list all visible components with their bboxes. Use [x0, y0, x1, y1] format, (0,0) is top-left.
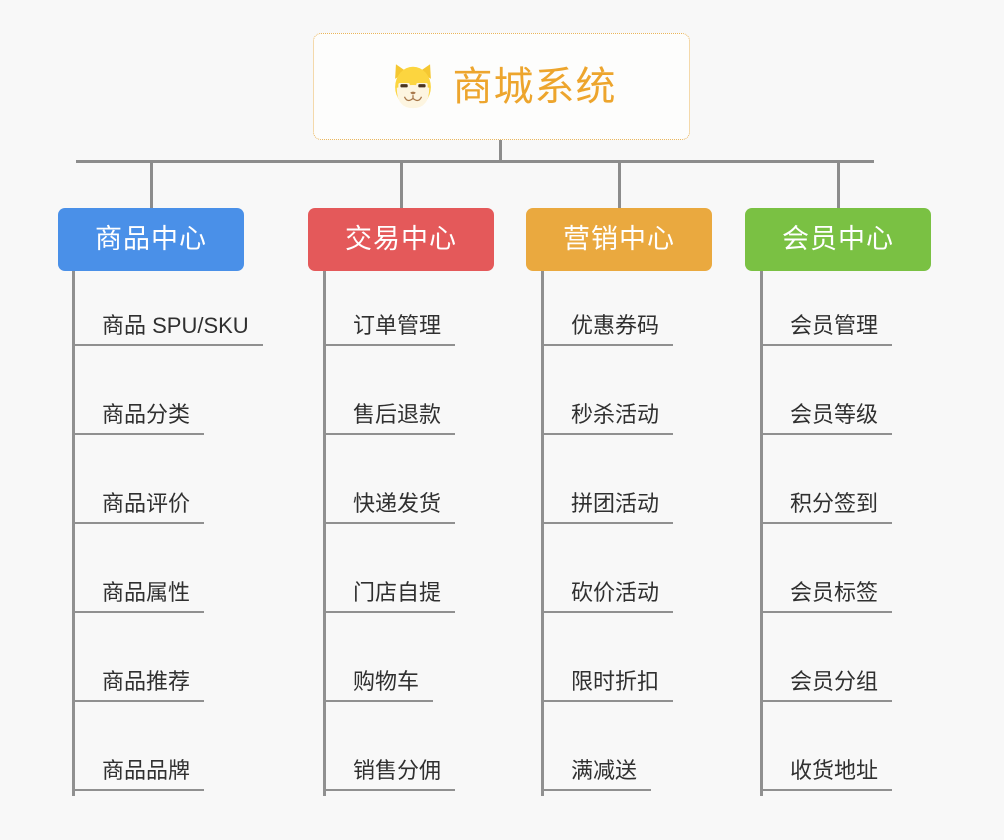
leaf-item[interactable]: 优惠券码 — [541, 313, 674, 346]
leaf-label: 会员分组 — [790, 669, 879, 694]
leaf-item[interactable]: 会员标签 — [760, 580, 893, 613]
leaf-item[interactable]: 售后退款 — [323, 402, 456, 435]
leaf-item[interactable]: 限时折扣 — [541, 669, 674, 702]
root-stem-connector — [499, 140, 502, 162]
leaf-item[interactable]: 砍价活动 — [541, 580, 674, 613]
leaf-label: 满减送 — [571, 758, 638, 783]
column-spine — [72, 271, 75, 796]
column-spine — [760, 271, 763, 796]
leaf-item[interactable]: 会员分组 — [760, 669, 893, 702]
category-label: 交易中心 — [345, 224, 457, 254]
leaf-label: 积分签到 — [790, 491, 879, 516]
leaf-item[interactable]: 商品属性 — [72, 580, 205, 613]
leaf-item[interactable]: 快递发货 — [323, 491, 456, 524]
leaf-item[interactable]: 商品品牌 — [72, 758, 205, 791]
leaf-item[interactable]: 商品分类 — [72, 402, 205, 435]
leaf-label: 砍价活动 — [571, 580, 660, 605]
leaf-item[interactable]: 商品 SPU/SKU — [72, 315, 263, 346]
leaf-item[interactable]: 秒杀活动 — [541, 402, 674, 435]
leaf-item[interactable]: 购物车 — [323, 669, 434, 702]
branch-connector-2 — [400, 160, 403, 208]
category-box-2[interactable]: 交易中心 — [308, 208, 494, 271]
category-label: 营销中心 — [563, 224, 675, 254]
leaf-label: 销售分佣 — [353, 758, 442, 783]
leaf-label: 门店自提 — [353, 580, 442, 605]
leaf-item[interactable]: 订单管理 — [323, 313, 456, 346]
column-spine — [323, 271, 326, 796]
leaf-label: 拼团活动 — [571, 491, 660, 516]
column-spine — [541, 271, 544, 796]
root-node[interactable]: 商城系统 — [313, 33, 690, 140]
leaf-item[interactable]: 拼团活动 — [541, 491, 674, 524]
leaf-item[interactable]: 满减送 — [541, 758, 652, 791]
branch-connector-1 — [150, 160, 153, 208]
leaf-label: 优惠券码 — [571, 313, 660, 338]
branch-connector-4 — [837, 160, 840, 208]
leaf-item[interactable]: 收货地址 — [760, 758, 893, 791]
category-box-3[interactable]: 营销中心 — [526, 208, 712, 271]
leaf-label: 商品品牌 — [102, 758, 191, 783]
leaf-item[interactable]: 会员等级 — [760, 402, 893, 435]
leaf-label: 售后退款 — [353, 402, 442, 427]
leaf-label: 商品分类 — [102, 402, 191, 427]
leaf-label: 快递发货 — [353, 491, 442, 516]
leaf-label: 会员等级 — [790, 402, 879, 427]
leaf-item[interactable]: 销售分佣 — [323, 758, 456, 791]
branch-connector-3 — [618, 160, 621, 208]
leaf-item[interactable]: 商品评价 — [72, 491, 205, 524]
leaf-label: 会员标签 — [790, 580, 879, 605]
category-box-1[interactable]: 商品中心 — [58, 208, 244, 271]
shiba-dog-face-icon — [394, 63, 431, 108]
horizontal-trunk-connector — [76, 160, 874, 163]
category-label: 会员中心 — [782, 224, 894, 254]
leaf-item[interactable]: 积分签到 — [760, 491, 893, 524]
leaf-label: 商品评价 — [102, 491, 191, 516]
leaf-label: 商品属性 — [102, 580, 191, 605]
leaf-label: 订单管理 — [353, 313, 442, 338]
leaf-label: 会员管理 — [790, 313, 879, 338]
leaf-label: 商品 SPU/SKU — [102, 313, 249, 338]
leaf-label: 购物车 — [353, 669, 420, 694]
category-label: 商品中心 — [95, 224, 207, 254]
leaf-label: 限时折扣 — [571, 669, 660, 694]
leaf-label: 秒杀活动 — [571, 402, 660, 427]
leaf-item[interactable]: 会员管理 — [760, 313, 893, 346]
leaf-item[interactable]: 商品推荐 — [72, 669, 205, 702]
category-box-4[interactable]: 会员中心 — [745, 208, 931, 271]
leaf-label: 商品推荐 — [102, 669, 191, 694]
leaf-item[interactable]: 门店自提 — [323, 580, 456, 613]
root-title: 商城系统 — [452, 64, 617, 109]
leaf-label: 收货地址 — [790, 758, 879, 783]
